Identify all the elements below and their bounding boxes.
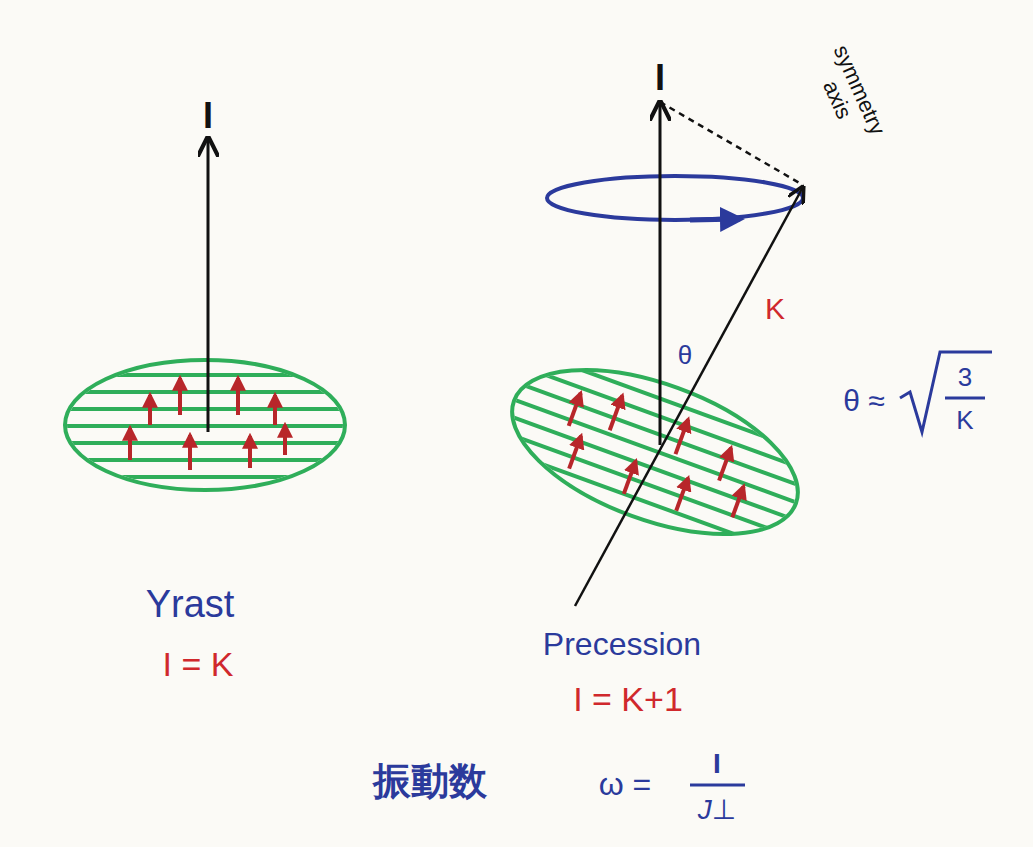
fraction-bar xyxy=(945,397,985,400)
left-nucleus xyxy=(60,360,350,490)
fraction-bar xyxy=(690,784,745,787)
axis-label: symmetry axis xyxy=(806,39,891,150)
state-name: Precession xyxy=(543,627,701,662)
formula-text: 3 xyxy=(958,363,972,392)
precession-arrow xyxy=(690,219,740,220)
precession-circle xyxy=(547,176,803,220)
vector-label: I xyxy=(203,96,213,136)
japanese-label: 振動数 xyxy=(373,761,487,803)
symmetry-axis-arrow xyxy=(575,187,803,606)
dashed-line xyxy=(660,102,803,185)
formula-text: I xyxy=(713,749,721,780)
formula-text: θ ≈ xyxy=(843,384,884,417)
vector-label: K xyxy=(765,292,785,325)
angle-label: θ xyxy=(678,341,692,370)
angular-momentum-arrow xyxy=(207,138,210,432)
vector-label: I xyxy=(655,58,665,98)
angular-momentum-arrow xyxy=(659,102,662,445)
spin-relation: I = K+1 xyxy=(573,681,683,718)
sqrt-sign xyxy=(900,352,992,432)
state-name: Yrast xyxy=(146,584,235,626)
formula-text: ω = xyxy=(599,767,652,802)
formula-text: K xyxy=(956,406,973,435)
formula-text: J⊥ xyxy=(698,795,736,826)
spin-relation: I = K xyxy=(163,646,234,683)
right-nucleus xyxy=(481,333,828,570)
